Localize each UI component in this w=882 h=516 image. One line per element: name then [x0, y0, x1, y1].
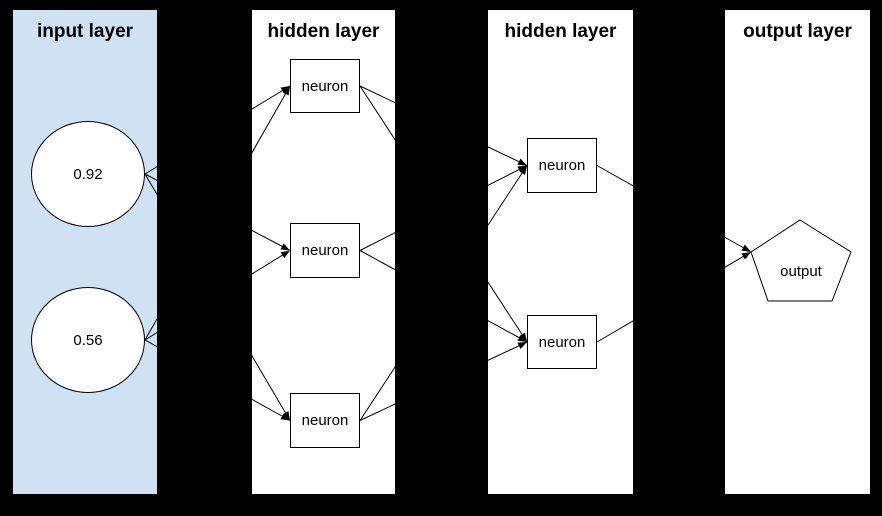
input-node-1: 0.92 — [31, 121, 145, 227]
hidden1-neuron-1-label: neuron — [301, 77, 349, 95]
hidden1-neuron-3: neuron — [290, 393, 360, 448]
hidden2-neuron-1: neuron — [527, 138, 597, 193]
hidden1-neuron-2-label: neuron — [301, 242, 349, 259]
hidden2-neuron-1-label: neuron — [538, 157, 586, 174]
input-layer-title: input layer — [36, 21, 134, 42]
input-node-2-label: 0.56 — [73, 331, 103, 349]
hidden2-neuron-2: neuron — [527, 315, 597, 369]
output-layer-title: output layer — [743, 21, 852, 42]
input-node-1-label: 0.92 — [73, 165, 103, 183]
panel-output-layer: output layer — [725, 10, 870, 494]
hidden-layer-2-title: hidden layer — [504, 21, 617, 42]
hidden2-neuron-2-label: neuron — [538, 333, 586, 351]
input-node-2: 0.56 — [31, 287, 145, 393]
hidden1-neuron-3-label: neuron — [301, 412, 349, 429]
hidden1-neuron-2: neuron — [290, 223, 360, 278]
hidden1-neuron-1: neuron — [290, 59, 360, 113]
hidden-layer-1-title: hidden layer — [267, 21, 380, 42]
panel-input-layer: input layer — [13, 10, 157, 494]
panel-hidden-layer-2: hidden layer — [488, 10, 633, 494]
